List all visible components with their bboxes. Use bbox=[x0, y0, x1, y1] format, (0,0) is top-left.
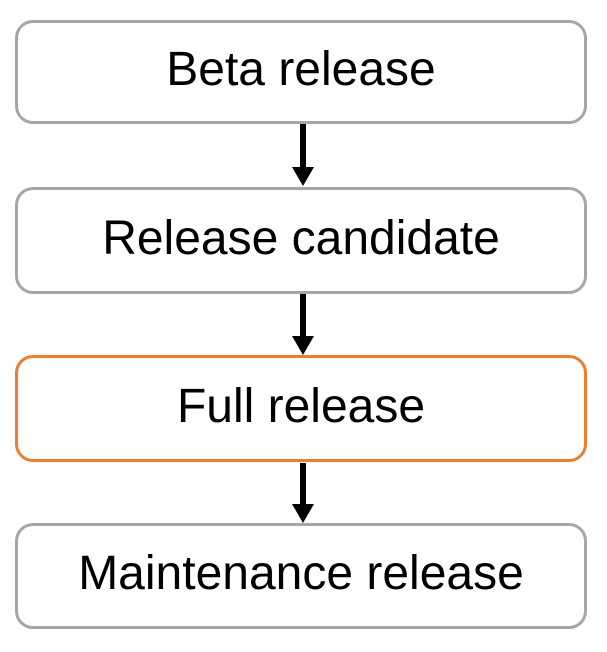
arrow-shaft bbox=[300, 294, 306, 336]
step-maintenance-release: Maintenance release bbox=[15, 523, 587, 629]
down-arrow-icon bbox=[292, 124, 314, 186]
step-release-candidate: Release candidate bbox=[15, 187, 587, 294]
step-full-release: Full release bbox=[15, 355, 587, 462]
down-arrow-icon bbox=[292, 463, 314, 523]
arrow-head bbox=[292, 336, 314, 355]
step-full-release-label: Full release bbox=[176, 379, 426, 433]
arrow-shaft bbox=[300, 124, 306, 167]
arrow-shaft bbox=[300, 463, 306, 504]
step-beta-release: Beta release bbox=[15, 20, 587, 124]
step-beta-release-label: Beta release bbox=[166, 43, 436, 96]
arrow-head bbox=[292, 504, 314, 523]
step-maintenance-release-label: Maintenance release bbox=[78, 547, 524, 600]
arrow-head bbox=[292, 167, 314, 186]
step-release-candidate-label: Release candidate bbox=[102, 211, 500, 265]
down-arrow-icon bbox=[292, 294, 314, 355]
